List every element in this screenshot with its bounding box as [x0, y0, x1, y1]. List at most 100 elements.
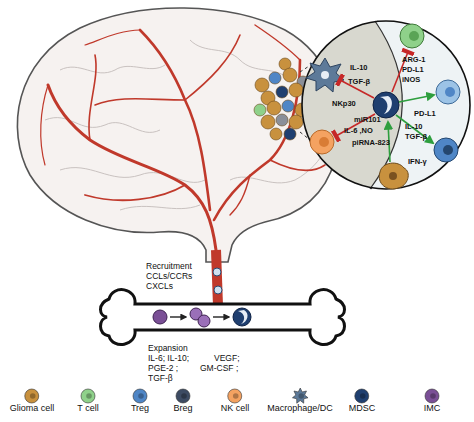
expansion-note: VEGF; [214, 354, 240, 364]
legend-label: Treg [129, 404, 151, 414]
bone-marrow [101, 290, 345, 345]
blood-vessels [85, 185, 185, 200]
cell-mdsc [373, 92, 399, 118]
legend-label: MDSC [349, 404, 376, 414]
legend-swatch [176, 389, 190, 403]
activation-arrow [396, 115, 433, 143]
cell-nucleus [430, 393, 436, 399]
tumor-mass [254, 104, 266, 116]
expansion-note: GM-CSF ; [200, 364, 238, 374]
blood-vessels [48, 85, 216, 250]
legend-item: NK cell [221, 388, 250, 414]
tumor-mass [276, 86, 288, 98]
legend-swatch [292, 388, 308, 403]
cell-mdsc [238, 310, 248, 324]
expansion-note: PGE-2 ; [148, 364, 178, 374]
tumor-mass [282, 100, 294, 112]
cell-macrophage [321, 71, 329, 79]
legend-label: Glioma cell [10, 404, 55, 414]
blood-vessels [41, 85, 48, 165]
legend-item: MDSC [349, 388, 376, 414]
cell-dividing [198, 315, 210, 327]
cell-nucleus [360, 393, 366, 399]
blood-vessels [214, 60, 300, 220]
brain-gyri [60, 168, 205, 183]
tumor-mass [276, 114, 288, 126]
cell-glioma [379, 163, 408, 189]
brain-gyri [60, 65, 165, 73]
cytokine-label: PD-L1 [414, 110, 436, 119]
cell-nucleus [30, 393, 36, 399]
cell-macrophage [306, 58, 344, 92]
legend-icon [129, 388, 151, 404]
cell-imc [153, 310, 167, 324]
cell-treg [434, 138, 458, 162]
blood-vessels [185, 35, 240, 100]
cytokine-label: ARG-1 [402, 56, 425, 65]
legend-swatch [81, 389, 95, 403]
tumor-mass [284, 128, 296, 140]
blood-vessels [41, 25, 325, 250]
cell-glioma [379, 163, 408, 189]
blood-vessels [89, 55, 96, 140]
blood-vessels [95, 99, 185, 105]
tumor-mass [267, 101, 281, 115]
blood-vessels [140, 30, 210, 210]
legend-icon [421, 388, 443, 404]
tumor-mass [289, 115, 303, 129]
legend-swatch [228, 389, 242, 403]
brain-gyri [230, 150, 325, 183]
brain-gyri [45, 118, 160, 133]
legend-icon [172, 388, 194, 404]
cell-treg [434, 138, 458, 162]
legend-item: Macrophage/DC [267, 388, 333, 414]
expansion-note: TGF-β [148, 374, 173, 384]
cell-glioma [389, 172, 397, 180]
migrating-cell [214, 286, 222, 294]
cell-t [400, 24, 424, 48]
legend-swatch [25, 389, 39, 403]
cell-t [400, 24, 424, 48]
tumor-mass [270, 128, 282, 140]
blood-vessels [255, 25, 300, 60]
brain-gyri [45, 40, 325, 210]
legend-label: Breg [172, 404, 194, 414]
legend-icon [224, 388, 246, 404]
tumor-mass [255, 78, 269, 92]
expansion-note: Expansion [148, 344, 188, 354]
vessel [216, 250, 218, 306]
cell-nk [310, 130, 334, 154]
legend-label: Macrophage/DC [267, 404, 333, 414]
legend-item: Treg [129, 388, 151, 414]
legend-item: T cell [77, 388, 99, 414]
legend-swatch [133, 389, 147, 403]
cell-nucleus [86, 393, 92, 399]
cytokine-label: iNOS [402, 76, 420, 85]
cell-macrophage [306, 58, 344, 92]
cytokine-label: PD-L1 [402, 66, 424, 75]
brain-gyri [120, 205, 200, 210]
cell-mdsc [373, 92, 399, 118]
legend-label: NK cell [221, 404, 250, 414]
legend-icon [289, 388, 311, 404]
cell-treg [436, 80, 460, 104]
cell-nucleus [138, 393, 144, 399]
legend-label: IMC [421, 404, 443, 414]
cell-mdsc [233, 308, 251, 326]
cell-nk [319, 137, 329, 147]
legend-item: IMC [421, 388, 443, 414]
cell-treg [436, 80, 460, 104]
legend-item: Breg [172, 388, 194, 414]
legend-swatch [425, 389, 439, 403]
tumor-mass [289, 83, 303, 97]
cytokine-label: miR101 [354, 116, 381, 125]
cell-nk [310, 130, 334, 154]
inset-outline [302, 21, 470, 189]
legend-icon [21, 388, 43, 404]
cytokine-label: piRNA-823 [352, 139, 390, 148]
blood-vessels [85, 30, 140, 45]
cell-treg [443, 145, 453, 155]
differentiation-arrow [170, 316, 186, 317]
blood-vessels [230, 175, 250, 215]
